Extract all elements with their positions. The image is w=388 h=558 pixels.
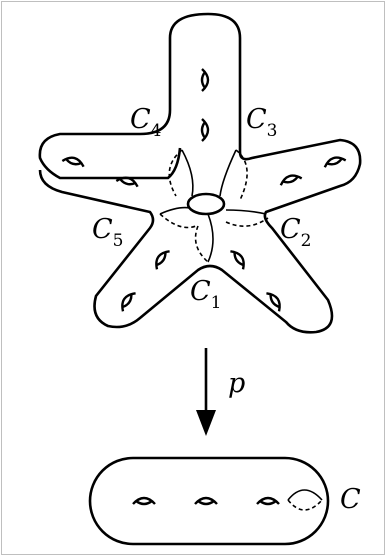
label-c5: C5 xyxy=(92,214,124,251)
label-c4: C4 xyxy=(130,104,162,141)
projection-arrow xyxy=(196,348,216,436)
center-hole xyxy=(188,194,224,214)
label-c3: C3 xyxy=(246,104,278,141)
base-surface xyxy=(90,458,328,544)
label-c1: C1 xyxy=(190,276,222,313)
map-label-p: p xyxy=(228,368,245,399)
base-curve-label: C xyxy=(340,484,361,515)
arm-holes xyxy=(62,69,345,311)
